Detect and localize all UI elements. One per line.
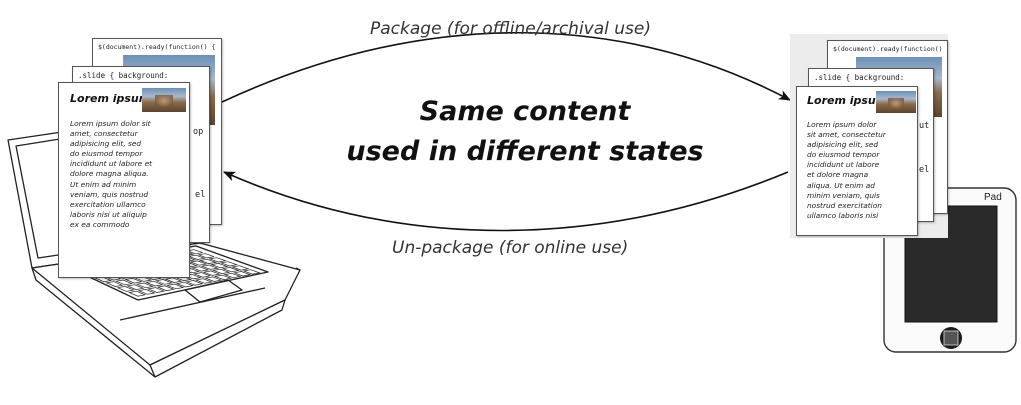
keyboard-key bbox=[219, 261, 239, 267]
keyboard-key bbox=[200, 264, 220, 270]
keyboard-key bbox=[242, 269, 261, 275]
body-line-4: incididunt ut labore et bbox=[70, 159, 153, 169]
keyboard-key bbox=[135, 282, 154, 289]
keyboard-key bbox=[198, 253, 215, 259]
keyboard-key bbox=[231, 265, 250, 271]
keyboard-key bbox=[213, 274, 233, 280]
body-line-right-1: sit amet, consectetur bbox=[807, 130, 886, 140]
package-label: Package (for offline/archival use) bbox=[370, 19, 651, 39]
keyboard-key bbox=[185, 280, 204, 286]
keyboard-key bbox=[116, 286, 135, 292]
body-line-right-2: adipisicing elit, sed bbox=[807, 140, 879, 150]
keyboard-key bbox=[189, 260, 208, 266]
keyboard-key bbox=[204, 276, 223, 282]
code-fragment-ut: ut bbox=[919, 121, 930, 131]
keyboard-key bbox=[186, 249, 203, 255]
tablet-label: Pad bbox=[984, 192, 1002, 203]
keyboard-key bbox=[223, 272, 242, 279]
headline: Same content used in different states bbox=[330, 92, 720, 172]
body-line-5: dolore magna aliqua. bbox=[70, 169, 149, 179]
body-line-3: do eiusmod tempor bbox=[70, 149, 143, 159]
keyboard-key bbox=[105, 281, 124, 287]
unpackage-label: Un-package (for online use) bbox=[392, 238, 629, 258]
heading-photo bbox=[142, 88, 186, 112]
body-line-9: laboris nisi ut aliquip bbox=[70, 209, 147, 219]
body-line-right-8: nostrud exercitation bbox=[807, 200, 882, 210]
code-fragment-el-right: el bbox=[919, 165, 930, 175]
unpackage-arrow bbox=[223, 171, 789, 232]
keyboard-key bbox=[114, 279, 134, 286]
keyboard-key bbox=[187, 254, 206, 260]
keyboard-key bbox=[210, 263, 229, 269]
body-line-10: ex ea commodo bbox=[70, 219, 130, 229]
body-line-right-0: Lorem ipsum dolor bbox=[807, 120, 877, 129]
body-line-right-6: aliqua. Ut enim ad bbox=[807, 180, 875, 190]
body-line-right-9: ullamco laboris nisi bbox=[807, 210, 879, 220]
body-line-right-5: et dolore magna bbox=[807, 170, 869, 180]
keyboard-key bbox=[232, 271, 252, 277]
code-line-css: .slide { background: bbox=[78, 71, 169, 80]
keyboard-key bbox=[211, 268, 231, 274]
headline-line-1: Same content bbox=[419, 96, 631, 127]
body-line-2: adipisicing elit, sed bbox=[70, 139, 142, 149]
keyboard-key bbox=[145, 280, 164, 287]
keyboard-key bbox=[192, 272, 212, 278]
body-line-1: amet, consectetur bbox=[70, 129, 138, 139]
keyboard-key bbox=[154, 279, 174, 285]
body-line-right-7: minim veniam, quis bbox=[807, 190, 880, 200]
heading-photo-right bbox=[876, 91, 916, 113]
keyboard-key bbox=[221, 267, 240, 273]
keyboard-key bbox=[175, 281, 194, 288]
package-arrow bbox=[221, 32, 791, 103]
body-line-right-3: do eiusmod tempor bbox=[807, 150, 880, 160]
headline-line-2: used in different states bbox=[346, 136, 704, 167]
tablet-icon bbox=[883, 187, 1017, 353]
body-line-right-4: incididunt ut labore bbox=[807, 160, 880, 170]
keyboard-key bbox=[194, 278, 213, 284]
code-fragment-el: el bbox=[195, 190, 206, 200]
keyboard-key bbox=[156, 285, 175, 292]
content-heading-right: Lorem ipsum bbox=[807, 94, 888, 107]
body-line-8: exercitation ullamco bbox=[70, 199, 146, 209]
packaged-document-panel: $(document).ready(function() { .slide { … bbox=[790, 34, 948, 238]
code-line-js-right: $(document).ready(function() { bbox=[833, 45, 948, 53]
keyboard-key bbox=[202, 270, 221, 276]
keyboard-key bbox=[126, 284, 145, 290]
keyboard-key bbox=[147, 287, 166, 293]
keyboard-key bbox=[164, 277, 183, 283]
keyboard-key bbox=[208, 257, 227, 263]
keyboard-key bbox=[198, 258, 218, 264]
document-stack-left: $(document).ready(function() { .slide { … bbox=[58, 38, 224, 278]
code-line-js: $(document).ready(function() { bbox=[98, 43, 216, 51]
body-line-6: Ut enim ad minim bbox=[70, 179, 137, 189]
keyboard-key bbox=[191, 266, 210, 272]
code-line-css-right: .slide { background: bbox=[814, 73, 905, 82]
keyboard-key bbox=[128, 290, 147, 297]
content-heading: Lorem ipsum bbox=[70, 92, 151, 105]
keyboard-key bbox=[124, 277, 143, 284]
keyboard-key bbox=[137, 289, 156, 295]
body-line-7: veniam, quis nostrud bbox=[70, 189, 149, 199]
keyboard-key bbox=[166, 283, 185, 290]
body-line-0: Lorem ipsum dolor sit bbox=[70, 119, 151, 128]
code-fragment-op: op bbox=[193, 127, 204, 137]
